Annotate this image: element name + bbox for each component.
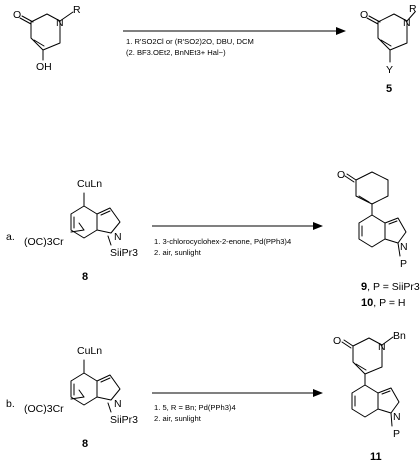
row-a-condition-2: 2. air, sunlight <box>154 248 202 257</box>
compound-number-11: 11 <box>370 451 382 463</box>
chromium-tricarbonyl-label-b: (OC)3Cr <box>24 403 64 415</box>
protecting-group-label: P <box>400 258 407 270</box>
top-condition-2: (2. BF3.OEt2, BnNEt3+ Hal−) <box>126 48 226 57</box>
compound-9-label: 9, P = SiiPr3 <box>361 281 420 293</box>
row-b-condition-1: 1. 5, R = Bn; Pd(PPh3)4 <box>154 403 236 412</box>
compound-number-10: 10 <box>361 297 373 309</box>
compound-number-8-a: 8 <box>82 271 88 283</box>
carbonyl-oxygen-label: O <box>13 9 21 21</box>
silyl-group-label-b: SiiPr3 <box>110 414 138 426</box>
starting-material-pyridinone: O N R OH <box>13 4 81 73</box>
cu-ligand-label: CuLn <box>77 178 102 190</box>
product-11-oxygen-label: O <box>333 335 341 347</box>
indole-nitrogen-label: N <box>114 231 122 243</box>
row-a-chromium-indole: CuLn (OC)3Cr N SiiPr3 8 <box>24 178 138 283</box>
product-indole-nitrogen-label: N <box>400 241 408 253</box>
compound-10-label: 10, P = H <box>361 297 405 309</box>
product-11-structure: O N Bn N P 11 <box>333 330 406 463</box>
top-reaction-arrow: 1. R'SO2Cl or (R'SO2)2O, DBU, DCM (2. BF… <box>123 27 346 57</box>
product-nitrogen-label: N <box>403 17 411 29</box>
row-b-chromium-indole: CuLn (OC)3Cr N SiiPr3 8 <box>24 345 138 450</box>
product-11-ring-nitrogen-label: N <box>378 341 386 353</box>
row-b-reaction-arrow: 1. 5, R = Bn; Pd(PPh3)4 2. air, sunlight <box>152 389 323 423</box>
indole-nitrogen-label-b: N <box>114 398 122 410</box>
cu-ligand-label-b: CuLn <box>77 345 102 357</box>
compound-10-text: , P = H <box>373 297 405 309</box>
row-a-tag: a. <box>6 231 15 243</box>
ring-nitrogen-label: N <box>56 17 64 29</box>
product-5-structure: O N R Y 5 <box>360 3 417 95</box>
compound-9-text: , P = SiiPr3 <box>367 281 420 293</box>
row-b-tag: b. <box>6 398 15 410</box>
row-a-reaction-arrow: 1. 3-chlorocyclohex-2-enone, Pd(PPh3)4 2… <box>152 222 323 257</box>
product-r-label: R <box>409 3 417 15</box>
compound-number-9: 9 <box>361 281 367 293</box>
chromium-tricarbonyl-label: (OC)3Cr <box>24 236 64 248</box>
row-a-condition-1: 1. 3-chlorocyclohex-2-enone, Pd(PPh3)4 <box>154 237 291 246</box>
compound-number-8-b: 8 <box>82 438 88 450</box>
top-condition-1: 1. R'SO2Cl or (R'SO2)2O, DBU, DCM <box>126 37 254 46</box>
product-11-protecting-group-label: P <box>393 428 400 440</box>
hydroxyl-label: OH <box>36 61 52 73</box>
product-oxygen-label: O <box>360 9 368 21</box>
product-11-indole-nitrogen-label: N <box>393 411 401 423</box>
silyl-group-label: SiiPr3 <box>110 247 138 259</box>
row-b-condition-2: 2. air, sunlight <box>154 414 202 423</box>
r-group-label: R <box>73 4 81 16</box>
product-y-label: Y <box>386 64 393 76</box>
cyclohexenone-oxygen-label: O <box>337 169 345 181</box>
compound-number-5: 5 <box>386 83 392 95</box>
product-9-10-structure: O N P 9, P = SiiPr3 10, P = H <box>337 169 420 309</box>
benzyl-group-label: Bn <box>393 330 406 342</box>
